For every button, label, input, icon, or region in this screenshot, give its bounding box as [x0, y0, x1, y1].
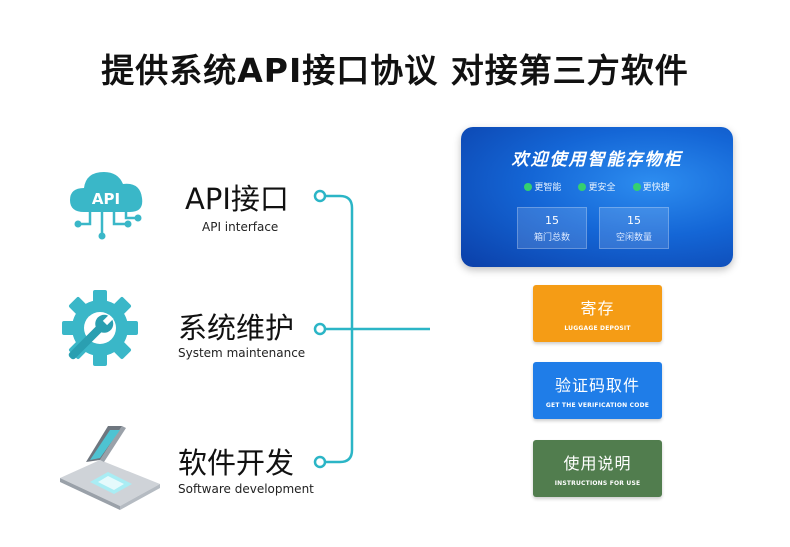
stat-free-count: 15 空闲数量 — [599, 207, 669, 249]
connector-node-maintenance — [313, 322, 327, 336]
feature-development: 软件开发 Software development — [60, 420, 360, 510]
check-icon — [524, 182, 533, 191]
cloud-api-icon: API — [60, 160, 160, 250]
deposit-button-label: 寄存 — [580, 299, 615, 318]
feature-maintenance-title: 系统维护 — [178, 311, 295, 345]
check-icon — [578, 182, 587, 191]
instructions-button-sublabel: INSTRUCTIONS FOR USE — [554, 480, 641, 487]
chip-safer: 更安全 — [578, 180, 616, 193]
feature-development-title: 软件开发 — [178, 446, 295, 480]
welcome-title: 欢迎使用智能存物柜 — [511, 150, 683, 170]
chip-faster: 更快捷 — [632, 180, 670, 193]
feature-development-subtitle: Software development — [178, 482, 314, 496]
verification-code-button-sublabel: GET THE VERIFICATION CODE — [545, 402, 650, 409]
deposit-button-sublabel: LUGGAGE DEPOSIT — [564, 325, 631, 332]
chip-smarter: 更智能 — [524, 180, 561, 193]
verification-code-button-label: 验证码取件 — [554, 376, 640, 395]
laptop-icon — [60, 420, 160, 510]
stat-free-count-label: 空闲数量 — [615, 233, 652, 243]
page-title: 提供系统API接口协议 对接第三方软件 — [101, 51, 689, 90]
check-icon — [632, 182, 641, 191]
gear-wrench-icon — [60, 285, 160, 375]
stat-total-doors: 15 箱门总数 — [517, 207, 587, 249]
feature-api: API API接口 API interface — [60, 160, 360, 250]
feature-maintenance-subtitle: System maintenance — [178, 346, 306, 360]
feature-chips: 更智能 更安全 更快捷 — [461, 175, 733, 194]
welcome-panel: 欢迎使用智能存物柜 更智能 更安全 更快捷 15 箱门总数 15 空闲数量 — [461, 127, 733, 267]
stat-total-doors-value: 15 — [545, 214, 559, 227]
instructions-button[interactable]: 使用说明 INSTRUCTIONS FOR USE — [533, 440, 662, 497]
connector-node-development — [313, 455, 327, 469]
feature-api-title: API接口 — [185, 182, 289, 216]
feature-api-subtitle: API interface — [202, 220, 279, 234]
deposit-button[interactable]: 寄存 LUGGAGE DEPOSIT — [533, 285, 662, 342]
connector-node-api — [313, 189, 327, 203]
verification-code-button[interactable]: 验证码取件 GET THE VERIFICATION CODE — [533, 362, 662, 419]
instructions-button-label: 使用说明 — [563, 454, 632, 473]
cloud-api-label: API — [92, 190, 120, 208]
stat-free-count-value: 15 — [627, 214, 641, 227]
feature-maintenance: 系统维护 System maintenance — [60, 285, 360, 375]
stat-total-doors-label: 箱门总数 — [533, 233, 570, 243]
